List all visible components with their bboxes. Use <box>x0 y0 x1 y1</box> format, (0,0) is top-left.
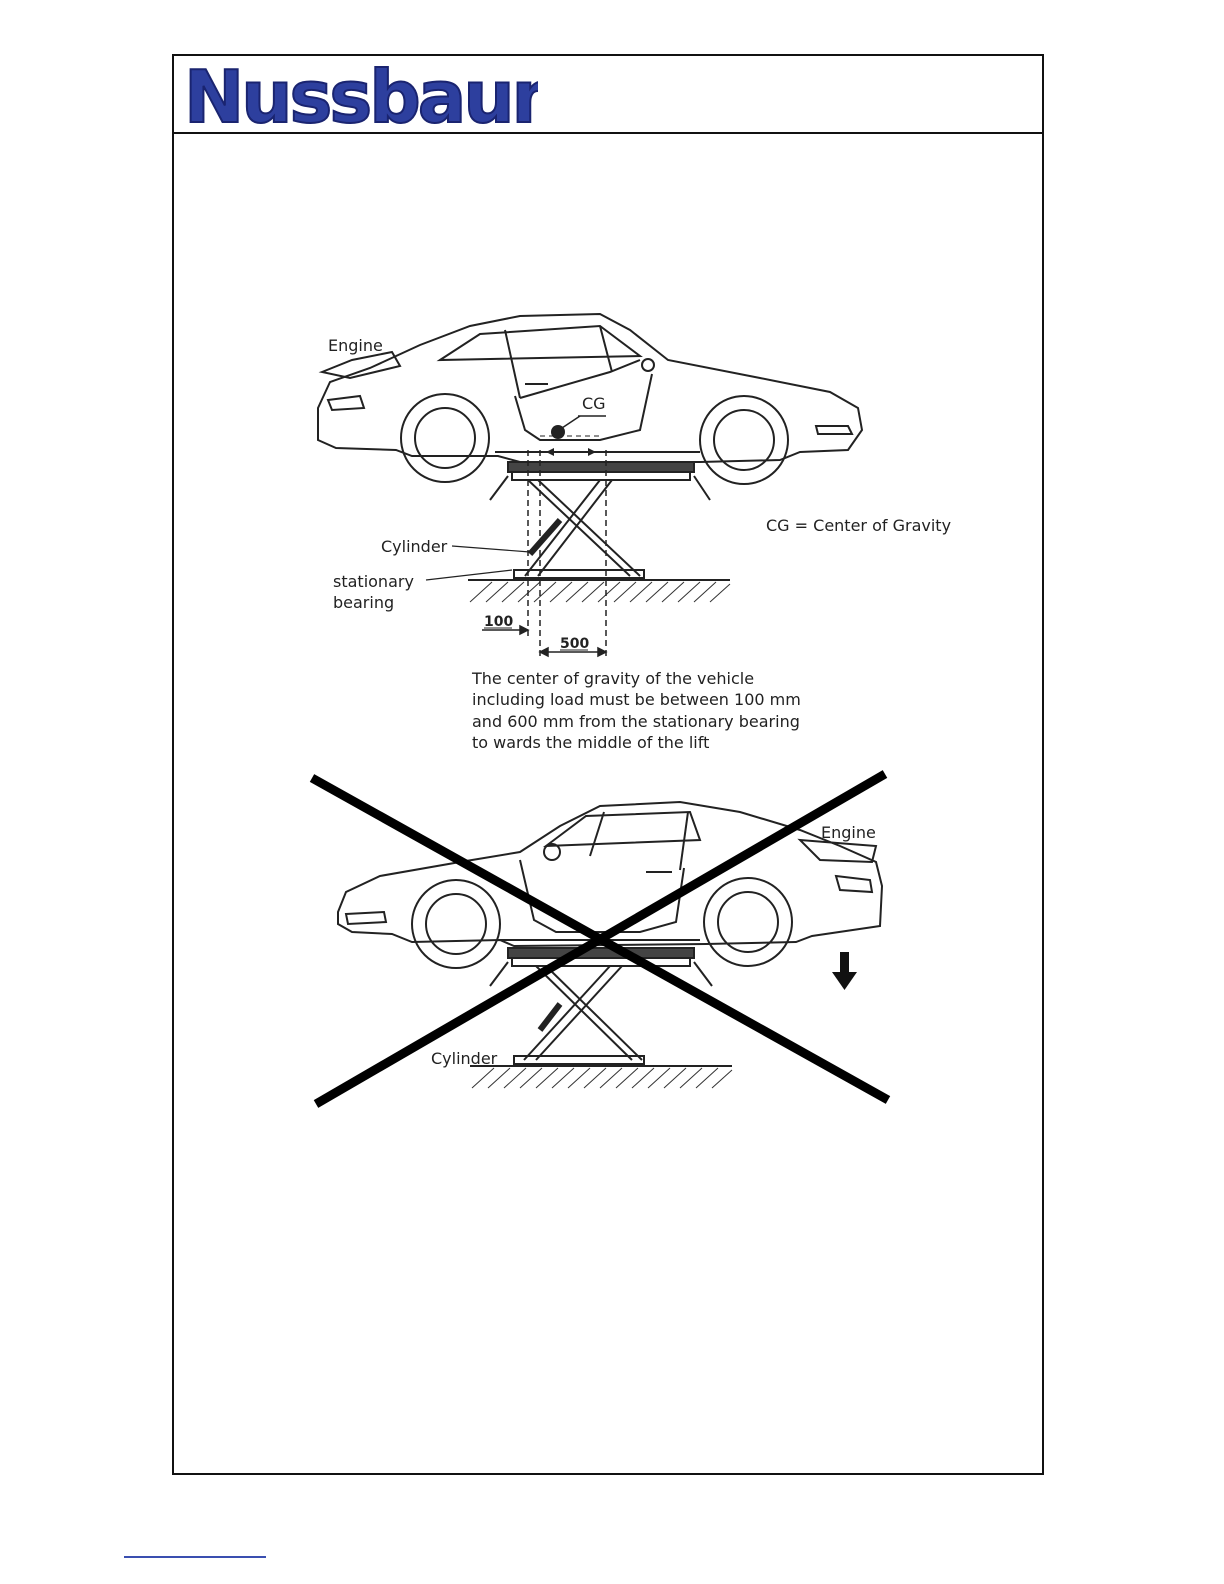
cg-marker <box>540 416 606 456</box>
bottom-scissor-lift <box>470 948 732 1066</box>
bottom-ground-hatch <box>472 1068 732 1088</box>
label-bearing-line1: stationary <box>333 572 414 591</box>
label-engine-top: Engine <box>328 336 383 355</box>
caption-line-3: and 600 mm from the stationary bearing <box>472 712 800 731</box>
top-ground-hatch <box>470 582 730 602</box>
cylinder-pointer <box>452 546 530 552</box>
label-cylinder-bottom: Cylinder <box>431 1049 498 1068</box>
caption-line-2: including load must be between 100 mm <box>472 690 801 709</box>
label-cg: CG <box>582 394 606 413</box>
top-scissor-lift <box>468 462 730 580</box>
footer-link-underline[interactable] <box>124 1556 266 1558</box>
cg-legend: CG = Center of Gravity <box>766 516 951 535</box>
down-arrow-icon <box>832 952 857 990</box>
label-cylinder-top: Cylinder <box>381 537 448 556</box>
label-engine-bottom: Engine <box>821 823 876 842</box>
caption-line-4: to wards the middle of the lift <box>472 733 709 752</box>
bearing-pointer <box>426 570 512 580</box>
caption-line-1: The center of gravity of the vehicle <box>471 669 754 688</box>
label-bearing-line2: bearing <box>333 593 394 612</box>
